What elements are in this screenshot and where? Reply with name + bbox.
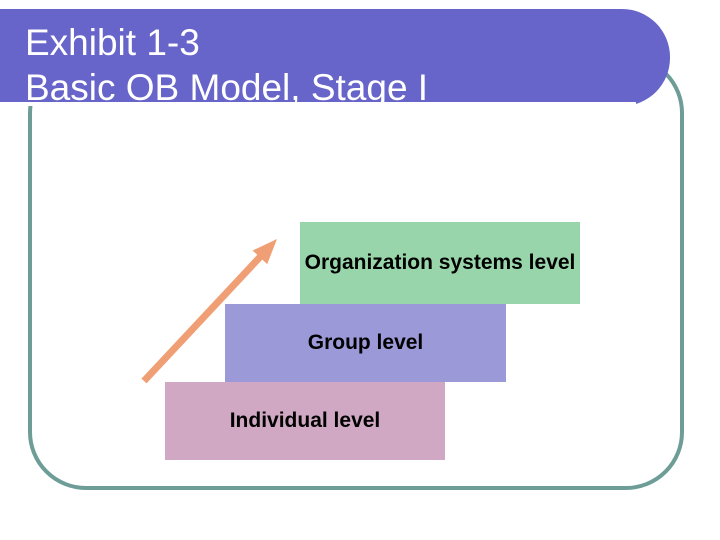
individual-level-box: Individual level	[165, 382, 445, 460]
title-line-2: Basic OB Model, Stage I	[25, 67, 429, 108]
organization-systems-level-box: Organization systems level	[300, 222, 580, 304]
title-banner: Exhibit 1-3 Basic OB Model, Stage I	[0, 9, 670, 108]
title-underline	[0, 102, 636, 106]
group-level-label: Group level	[307, 331, 424, 354]
title-line-1: Exhibit 1-3	[25, 22, 200, 63]
individual-level-label: Individual level	[229, 409, 381, 432]
group-level-box: Group level	[225, 304, 506, 382]
slide-title: Exhibit 1-3 Basic OB Model, Stage I	[25, 20, 428, 110]
organization-systems-level-label: Organization systems level	[304, 251, 576, 274]
